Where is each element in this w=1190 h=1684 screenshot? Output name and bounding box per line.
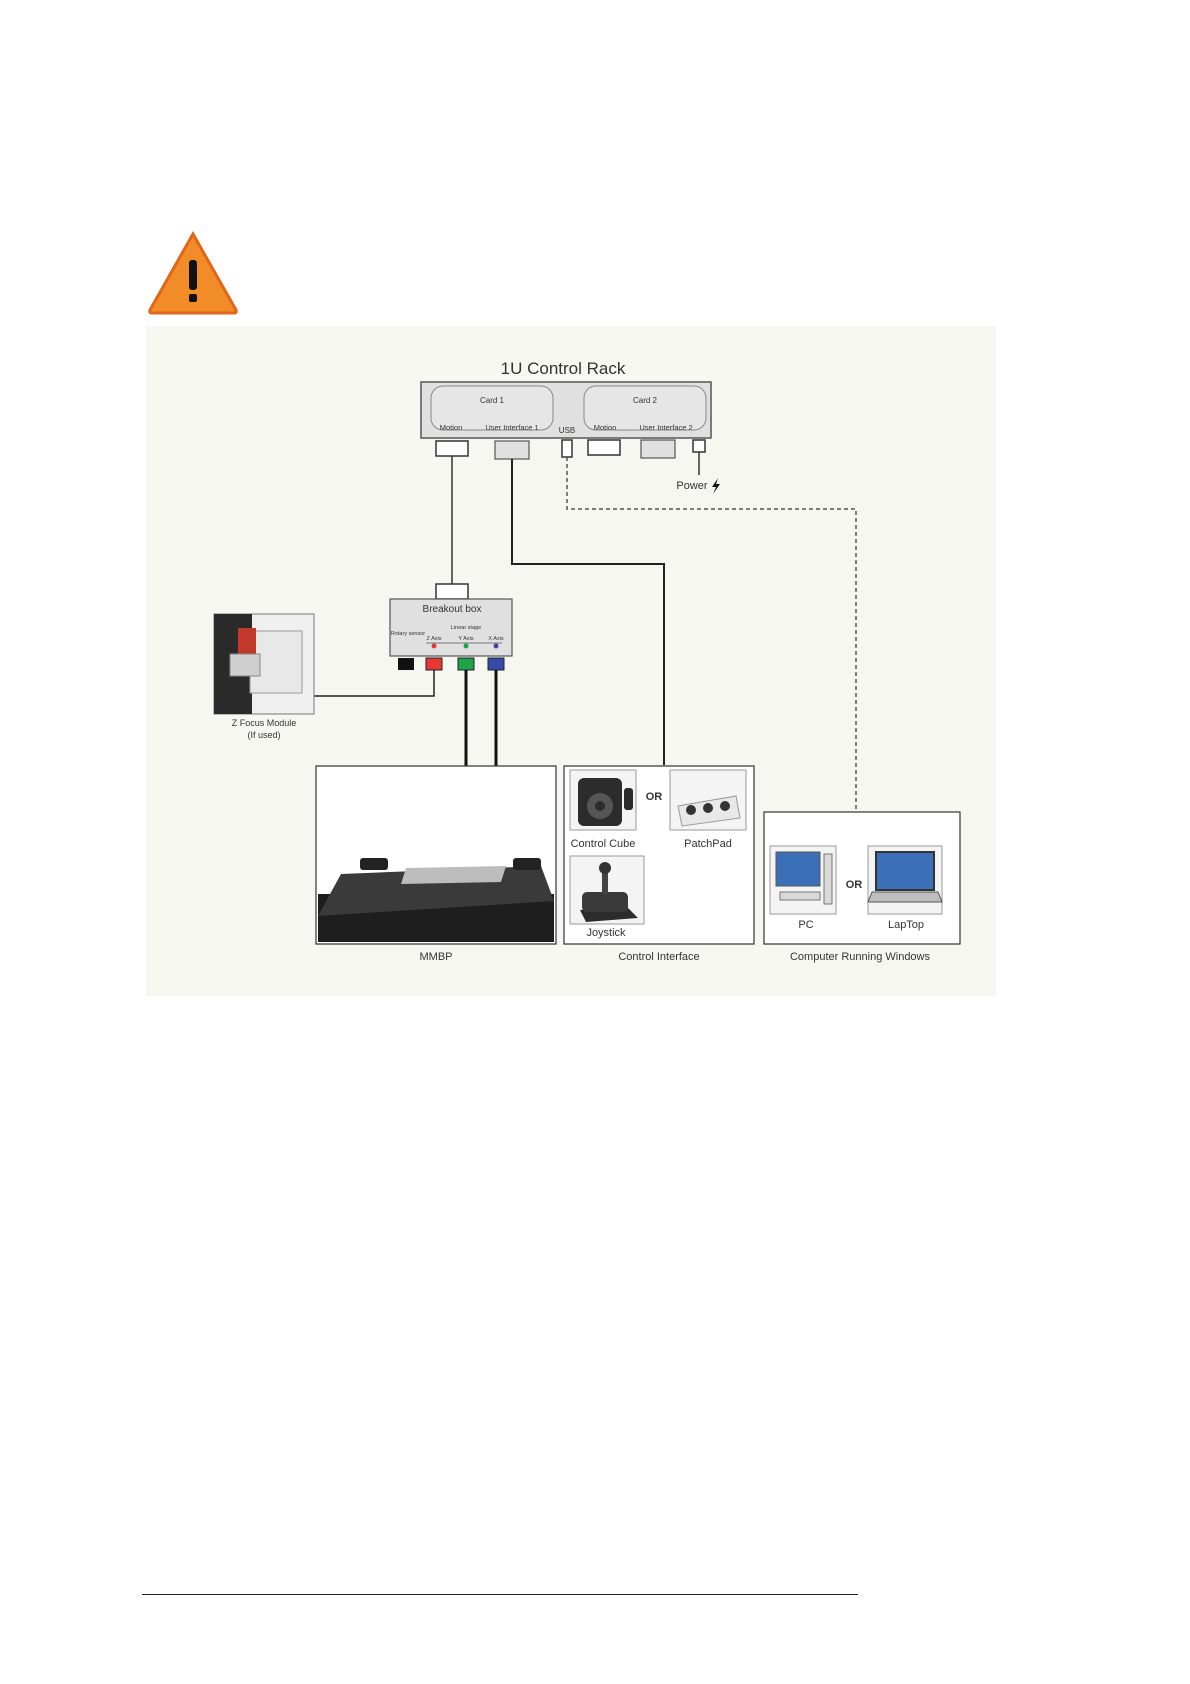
card-2-label: Card 2 bbox=[633, 396, 658, 405]
connection-diagram: 1U Control Rack Card 1 Card 2 Motion Use… bbox=[146, 326, 996, 996]
footer-rule bbox=[142, 1594, 858, 1595]
ui-1-label: User Interface 1 bbox=[485, 423, 538, 432]
card-1-label: Card 1 bbox=[480, 396, 505, 405]
z-axis-label: Z Axis bbox=[427, 636, 442, 642]
ui-2-label: User Interface 2 bbox=[639, 423, 692, 432]
computer-label: Computer Running Windows bbox=[790, 951, 931, 963]
linear-stage-label: Linear stage bbox=[451, 625, 481, 631]
warning-triangle-icon bbox=[146, 230, 240, 316]
control-or: OR bbox=[646, 791, 663, 803]
motion-1-port bbox=[436, 441, 468, 456]
laptop-label: LapTop bbox=[888, 919, 924, 931]
control-cube-label: Control Cube bbox=[571, 838, 636, 850]
z-axis-connector bbox=[426, 658, 442, 670]
usb-label: USB bbox=[559, 426, 575, 435]
z-focus-name: Z Focus Module bbox=[232, 718, 297, 728]
computer-or: OR bbox=[846, 879, 863, 891]
usb-port bbox=[562, 440, 572, 457]
power-label: Power bbox=[676, 480, 708, 492]
x-axis-dot bbox=[494, 644, 499, 649]
joystick-label: Joystick bbox=[586, 927, 626, 939]
rotary-sensor-label: Rotary sensor bbox=[391, 631, 425, 637]
z-axis-dot bbox=[432, 644, 437, 649]
ui-2-port bbox=[641, 440, 675, 458]
y-axis-dot bbox=[464, 644, 469, 649]
y-axis-label: Y Axis bbox=[458, 636, 473, 642]
motion-2-port bbox=[588, 440, 620, 455]
rotary-connector bbox=[398, 658, 414, 670]
motion-1-label: Motion bbox=[440, 423, 463, 432]
patchpad-label: PatchPad bbox=[684, 838, 732, 850]
breakout-connector bbox=[436, 584, 468, 599]
breakout-title: Breakout box bbox=[423, 604, 482, 615]
pc-label: PC bbox=[798, 919, 813, 931]
ui-1-port bbox=[495, 441, 529, 459]
mmbp-label: MMBP bbox=[420, 951, 453, 963]
z-focus-note: (If used) bbox=[247, 730, 280, 740]
y-axis-connector bbox=[458, 658, 474, 670]
rack-title: 1U Control Rack bbox=[501, 359, 626, 378]
motion-2-label: Motion bbox=[594, 423, 617, 432]
x-axis-label: X Axis bbox=[488, 636, 504, 642]
control-interface-label: Control Interface bbox=[618, 951, 699, 963]
power-port bbox=[693, 440, 705, 452]
x-axis-connector bbox=[488, 658, 504, 670]
